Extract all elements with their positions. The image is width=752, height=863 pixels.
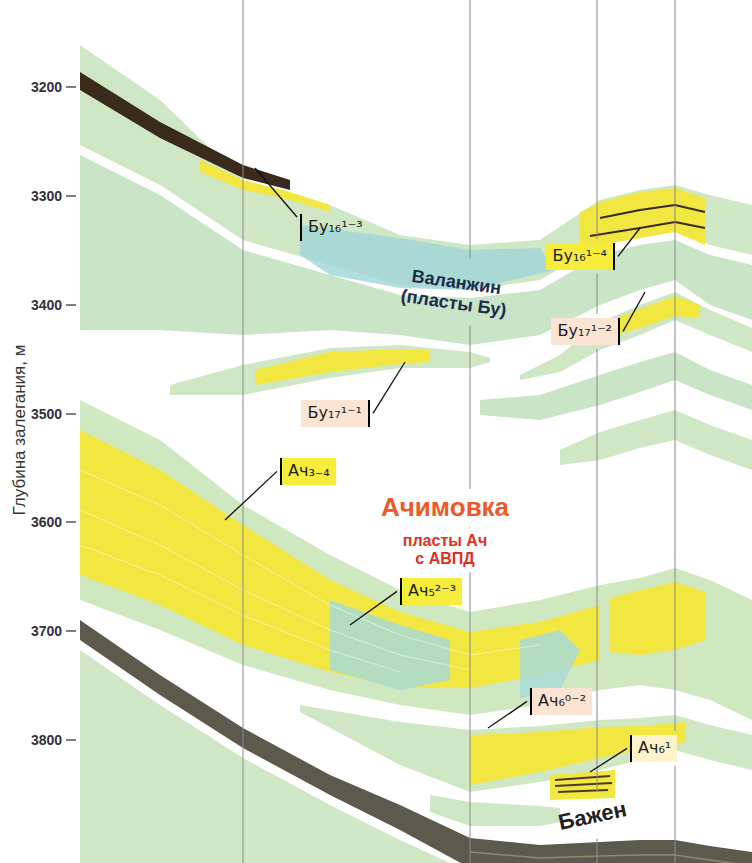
tick-mark	[66, 304, 76, 306]
sand-layer	[550, 770, 615, 800]
tick-mark	[66, 195, 76, 197]
tick-label: 3700	[31, 623, 62, 639]
well-line	[470, 526, 471, 528]
layer-label-text: Бу₁₇¹⁻¹	[307, 403, 362, 424]
well-line	[597, 274, 598, 314]
sand-layer	[610, 582, 705, 655]
leader-line	[488, 701, 527, 728]
tick-label: 3600	[31, 514, 62, 530]
leader-line	[590, 748, 627, 772]
layer-label-text: Ач₅²⁻³	[408, 581, 456, 602]
leader-line	[225, 471, 277, 520]
shale-lens	[560, 410, 752, 470]
layer-label-text: Ач₆¹	[638, 738, 671, 759]
well-line	[470, 572, 471, 863]
layer-label-box: Ач₆¹	[630, 735, 677, 762]
layer-label: Бу₁₆¹⁻³	[300, 214, 369, 241]
leader-line	[618, 228, 640, 256]
tick-label: 3400	[31, 297, 62, 313]
coal-streak	[600, 205, 705, 218]
bazhen-stripe	[470, 852, 752, 863]
formation-title: Ачимовка	[381, 493, 509, 523]
tick-mark	[66, 521, 76, 523]
well-line	[675, 766, 676, 863]
bedding-line	[80, 545, 400, 672]
tick-label: 3200	[31, 79, 62, 95]
tick-mark	[66, 739, 76, 741]
tick-mark	[66, 630, 76, 632]
tick-label: 3300	[31, 188, 62, 204]
leader-line	[255, 168, 297, 217]
well-line	[470, 0, 471, 259]
coal-streak	[558, 790, 608, 792]
formation-title: Валанжин (пласты Бу)	[388, 263, 522, 322]
tick-mark	[66, 86, 76, 88]
well-line	[597, 839, 598, 863]
well-line	[470, 326, 471, 489]
bazhenov-formation	[80, 620, 752, 863]
layer-label-box: Бу₁₆¹⁻⁴	[546, 243, 615, 270]
formation-title: Бажен	[556, 796, 629, 835]
shale-lens	[170, 345, 490, 395]
shale-lens	[480, 352, 752, 420]
tick-label: 3500	[31, 406, 62, 422]
leader-line	[373, 362, 405, 413]
bedding-line	[80, 470, 540, 655]
shale-lens	[430, 795, 560, 826]
sand-layer	[200, 160, 330, 212]
axis-title: Глубина залегания, м	[10, 345, 30, 516]
leader-line	[350, 591, 397, 625]
sand-layer	[255, 349, 430, 385]
well-lines	[243, 0, 675, 863]
bazhen-band	[80, 620, 752, 863]
layer-label-box: Ач₆⁰⁻²	[530, 688, 592, 715]
shale-band	[80, 155, 752, 345]
shale-band	[80, 400, 752, 720]
well-line	[597, 349, 598, 792]
well-line	[597, 0, 598, 239]
coal-streak	[590, 222, 705, 236]
layer-label-box: Бу₁₇¹⁻¹	[301, 400, 370, 427]
valanginian-beds	[80, 45, 752, 470]
leader-lines	[225, 168, 645, 772]
layer-label-text: Ач₆⁰⁻²	[538, 691, 586, 712]
coal-streak	[555, 783, 612, 786]
shale-band	[80, 650, 450, 863]
leader-line	[623, 292, 645, 331]
shale-band	[300, 705, 752, 792]
formation-note: пласты Ач с АВПД	[399, 532, 491, 569]
layer-label-box: Бу₁₇¹⁻²	[551, 318, 620, 345]
tick-mark	[66, 413, 76, 415]
layer-label-box: Ач₅²⁻³	[400, 578, 462, 605]
well-line	[243, 0, 244, 863]
depth-ticks	[66, 87, 76, 740]
layer-label-text: Ач₃₋₄	[288, 461, 330, 482]
layer-label-box: Ач₃₋₄	[280, 458, 336, 485]
layer-label-text: Бу₁₆¹⁻⁴	[552, 246, 607, 267]
coal-streak	[555, 776, 610, 780]
layer-label-text: Бу₁₇¹⁻²	[557, 321, 612, 342]
tick-label: 3800	[31, 732, 62, 748]
well-line	[675, 0, 676, 731]
blue-zone	[330, 600, 450, 690]
